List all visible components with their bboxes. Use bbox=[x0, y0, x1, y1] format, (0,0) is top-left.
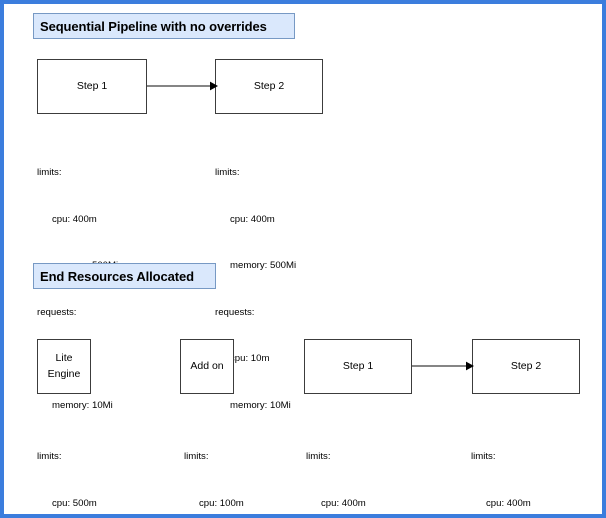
limits-label: limits: bbox=[471, 451, 496, 463]
node-label: Lite Engine bbox=[47, 352, 81, 380]
node-label: Step 1 bbox=[76, 79, 108, 92]
arrow-right-icon-bottom bbox=[412, 361, 474, 371]
requests-cpu: cpu: 10m bbox=[230, 353, 270, 365]
limits-label: limits: bbox=[37, 451, 62, 463]
limits-label: limits: bbox=[215, 167, 240, 179]
node-top-step-2[interactable]: Step 2 bbox=[215, 59, 323, 114]
section-title-end-resources-allocated: End Resources Allocated bbox=[33, 263, 216, 289]
resources-top-step-2: limits: cpu: 400m memory: 500Mi requests… bbox=[215, 134, 296, 445]
resources-bottom-step-1: limits: cpu: 400m memory: 500Mi requests… bbox=[306, 418, 387, 514]
requests-memory: memory: 10Mi bbox=[230, 400, 291, 412]
node-add-on[interactable]: Add on bbox=[180, 339, 234, 394]
section-title-sequential-pipeline: Sequential Pipeline with no overrides bbox=[33, 13, 295, 39]
node-label: Step 1 bbox=[342, 359, 374, 372]
requests-memory: memory: 10Mi bbox=[52, 400, 113, 412]
resources-bottom-step-2: limits: cpu: 400m memory: 500Mi requests… bbox=[471, 418, 552, 514]
arrow-right-icon-top bbox=[146, 81, 218, 91]
node-label: Step 2 bbox=[253, 79, 285, 92]
node-bottom-step-1[interactable]: Step 1 bbox=[304, 339, 412, 394]
node-lite-engine[interactable]: Lite Engine bbox=[37, 339, 91, 394]
node-bottom-step-2[interactable]: Step 2 bbox=[472, 339, 580, 394]
limits-cpu: cpu: 400m bbox=[486, 497, 531, 509]
node-top-step-1[interactable]: Step 1 bbox=[37, 59, 147, 114]
limits-memory: memory: 500Mi bbox=[230, 260, 297, 272]
limits-cpu: cpu: 500m bbox=[52, 497, 97, 509]
limits-cpu: cpu: 400m bbox=[52, 213, 97, 225]
resources-add-on: limits: cpu: 100m memory: 100Mi requests… bbox=[184, 418, 265, 514]
resources-top-step-1: limits: cpu: 400m memory: 500Mi requests… bbox=[37, 134, 118, 445]
limits-cpu: cpu: 100m bbox=[199, 497, 244, 509]
limits-cpu: cpu: 400m bbox=[321, 497, 366, 509]
resources-lite-engine: limits: cpu: 500m memory: 600Mi requests… bbox=[37, 418, 118, 514]
node-label: Step 2 bbox=[510, 359, 542, 372]
requests-label: requests: bbox=[215, 306, 255, 318]
limits-label: limits: bbox=[306, 451, 331, 463]
limits-label: limits: bbox=[184, 451, 209, 463]
node-label: Add on bbox=[190, 359, 224, 372]
limits-cpu: cpu: 400m bbox=[230, 213, 275, 225]
limits-label: limits: bbox=[37, 167, 62, 179]
requests-label: requests: bbox=[37, 306, 77, 318]
